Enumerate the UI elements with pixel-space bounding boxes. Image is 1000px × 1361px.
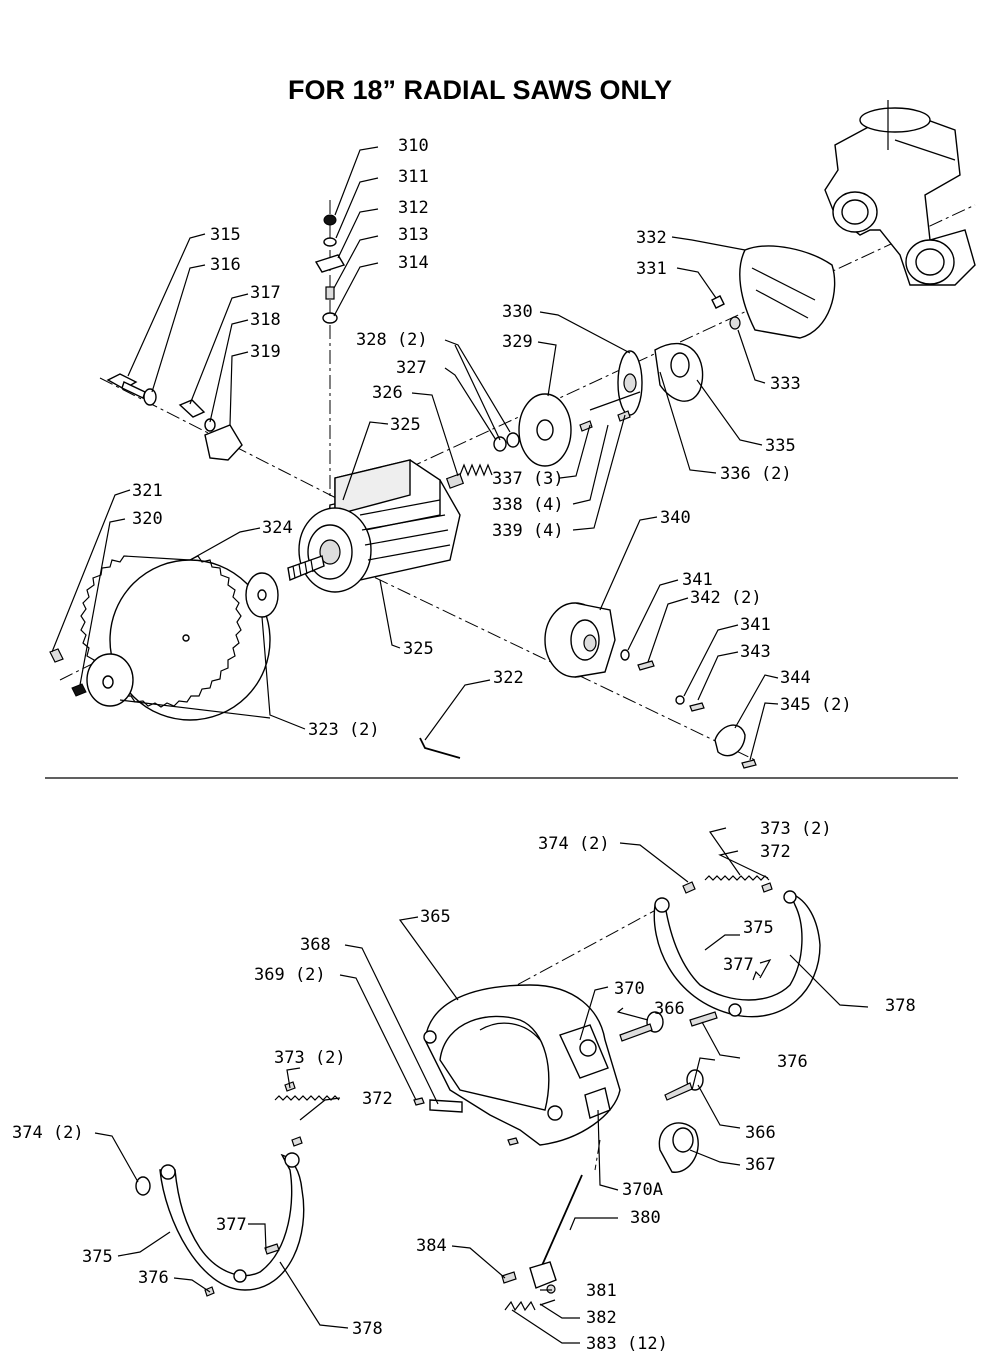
- fan-assembly: [518, 245, 836, 467]
- callout-343: 343: [740, 642, 771, 662]
- callout-377-left: 377: [216, 1215, 247, 1235]
- callout-322: 322: [493, 668, 524, 688]
- callout-370a: 370A: [622, 1180, 663, 1200]
- hex-key: [419, 737, 461, 759]
- motor-assembly: [49, 100, 976, 769]
- callout-317: 317: [250, 283, 281, 303]
- saw-blade: [49, 555, 279, 721]
- callout-367: 367: [745, 1155, 776, 1175]
- callout-366-bottom: 366: [745, 1123, 776, 1143]
- guard-plate: [429, 1099, 463, 1113]
- upper-callouts: 310 311 312 313 314 315 316 317 318 319 …: [132, 136, 852, 740]
- lower-guard-left: [135, 1081, 340, 1297]
- callout-378-right: 378: [885, 996, 916, 1016]
- callout-369: 369 (2): [254, 965, 326, 985]
- spring-washer-set: [459, 432, 520, 477]
- callout-380: 380: [630, 1208, 661, 1228]
- callout-372-right: 372: [760, 842, 791, 862]
- callout-374-right: 374 (2): [538, 834, 610, 854]
- callout-375-right: 375: [743, 918, 774, 938]
- callout-332: 332: [636, 228, 667, 248]
- callout-342: 342 (2): [690, 588, 762, 608]
- callout-370: 370: [614, 979, 645, 999]
- callout-383: 383 (12): [586, 1334, 668, 1354]
- callout-330: 330: [502, 302, 533, 322]
- callout-311: 311: [398, 167, 429, 187]
- callout-376-left: 376: [138, 1268, 169, 1288]
- callout-325-top: 325: [390, 415, 421, 435]
- callout-310: 310: [398, 136, 429, 156]
- callout-382: 382: [586, 1308, 617, 1328]
- callout-372-left: 372: [362, 1089, 393, 1109]
- callout-377-right: 377: [723, 955, 754, 975]
- callout-340: 340: [660, 508, 691, 528]
- callout-345: 345 (2): [780, 695, 852, 715]
- anti-kickback-rod: [501, 1174, 583, 1312]
- callout-316: 316: [210, 255, 241, 275]
- callout-328: 328 (2): [356, 330, 428, 350]
- callout-384: 384: [416, 1236, 447, 1256]
- callout-341-top: 341: [682, 570, 713, 590]
- callout-321: 321: [132, 481, 163, 501]
- switch-stack: [314, 214, 346, 324]
- callout-336: 336 (2): [720, 464, 792, 484]
- upper-guard: [423, 984, 621, 1146]
- callout-329: 329: [502, 332, 533, 352]
- callout-375-left: 375: [82, 1247, 113, 1267]
- callout-333: 333: [770, 374, 801, 394]
- callout-374-left: 374 (2): [12, 1123, 84, 1143]
- callout-323: 323 (2): [308, 720, 380, 740]
- callout-313: 313: [398, 225, 429, 245]
- callout-376-right: 376: [777, 1052, 808, 1072]
- callout-331: 331: [636, 259, 667, 279]
- motor-housing: [287, 459, 465, 593]
- callout-320: 320: [132, 509, 163, 529]
- callout-337: 337 (3): [492, 469, 564, 489]
- guard-assembly: [135, 875, 821, 1312]
- callout-314: 314: [398, 253, 429, 273]
- callout-378-left: 378: [352, 1319, 383, 1339]
- callout-381: 381: [586, 1281, 617, 1301]
- callout-312: 312: [398, 198, 429, 218]
- callout-325-bottom: 325: [403, 639, 434, 659]
- callout-338: 338 (4): [492, 495, 564, 515]
- lower-leader-lines: [94, 827, 869, 1344]
- callout-327: 327: [396, 358, 427, 378]
- callout-373-right: 373 (2): [760, 819, 832, 839]
- callout-344: 344: [780, 668, 811, 688]
- callout-326: 326: [372, 383, 403, 403]
- knob-set: [619, 1011, 704, 1101]
- callout-341-bottom: 341: [740, 615, 771, 635]
- callout-373-left: 373 (2): [274, 1048, 346, 1068]
- callout-318: 318: [250, 310, 281, 330]
- end-bell: [544, 602, 757, 769]
- lower-guard-right: [653, 875, 821, 1027]
- callout-368: 368: [300, 935, 331, 955]
- yoke-arm: [824, 100, 976, 286]
- callout-319: 319: [250, 342, 281, 362]
- callout-335: 335: [765, 436, 796, 456]
- callout-315: 315: [210, 225, 241, 245]
- upper-leader-lines: [51, 146, 779, 761]
- callout-339: 339 (4): [492, 521, 564, 541]
- callout-365: 365: [420, 907, 451, 927]
- page-title: FOR 18” RADIAL SAWS ONLY: [288, 75, 672, 105]
- callout-324: 324: [262, 518, 293, 538]
- callout-366-top: 366: [654, 999, 685, 1019]
- lower-callouts: 374 (2) 373 (2) 372 365 375 368 377 369 …: [12, 819, 916, 1354]
- front-bolt-parts: [106, 373, 243, 461]
